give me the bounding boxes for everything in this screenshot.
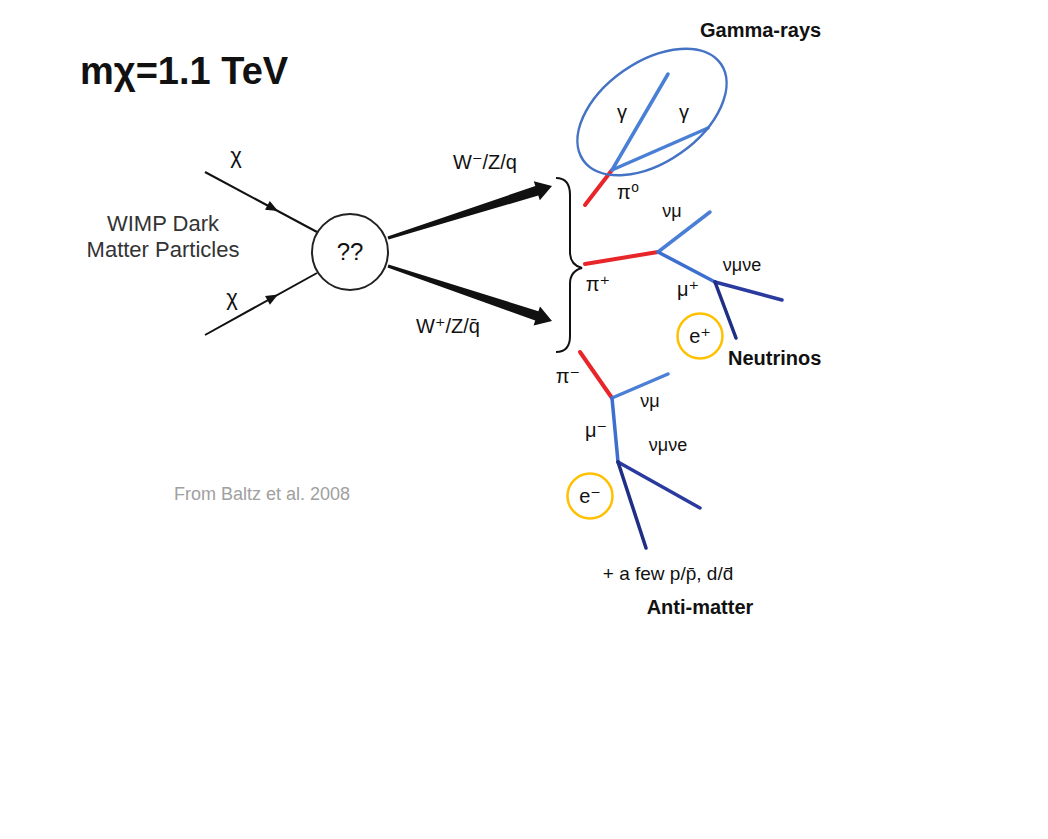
particle-label: μ⁻: [585, 418, 607, 442]
particle-label: π⁰: [617, 180, 639, 204]
node-text: γ: [679, 100, 689, 124]
node-text: e⁺: [689, 324, 711, 348]
particle-label: π⁺: [586, 272, 610, 296]
side-caption: WIMP Dark Matter Particles: [81, 211, 246, 264]
highlight-circle: e⁺: [675, 311, 725, 361]
arrowhead: [265, 201, 278, 211]
node-text: e⁻: [579, 484, 601, 508]
incoming-particle-line: [205, 273, 317, 335]
muon-track: [612, 398, 618, 462]
circle-outline: [312, 214, 388, 290]
curly-brace: [556, 178, 582, 352]
arrowhead: [265, 295, 278, 305]
pion-track: [580, 352, 612, 398]
photon-ray: [612, 74, 668, 170]
neutrino-ray: [715, 282, 782, 300]
node-text: ??: [337, 238, 364, 267]
mass-heading: mχ=1.1 TeV: [80, 49, 288, 95]
particle-label: νμνe: [649, 435, 687, 457]
particle-label: χ: [230, 143, 242, 169]
annihilation-circle: ??: [310, 212, 390, 292]
particle-label: π⁻: [556, 364, 580, 388]
positron-ray: [715, 282, 736, 338]
particle-label: μ⁺: [677, 277, 699, 301]
channel-label: W⁻/Z/q: [453, 150, 517, 174]
circle-outline: [678, 314, 723, 359]
ellipse-outline: [555, 23, 750, 201]
node-outline: [576, 47, 728, 177]
product-heading: Anti-matter: [647, 595, 754, 619]
incoming-particle-line: [205, 172, 317, 232]
product-heading: Gamma-rays: [700, 18, 821, 42]
source-note: From Baltz et al. 2008: [174, 484, 350, 506]
highlight-ellipse: γγ: [576, 47, 728, 177]
muon-track: [658, 252, 715, 282]
pion-track: [585, 252, 658, 264]
product-heading: Neutrinos: [728, 346, 821, 370]
node-text: γ: [617, 100, 627, 124]
highlight-circle: e⁻: [565, 471, 615, 521]
electron-ray: [618, 462, 646, 548]
outgoing-wedge-arrow: [388, 181, 553, 239]
particle-label: νμ: [662, 201, 681, 223]
particle-label: νμ: [640, 391, 659, 413]
channel-label: W⁺/Z/q̄: [416, 314, 480, 338]
particle-label: νμνe: [723, 255, 761, 277]
circle-outline: [568, 474, 613, 519]
photon-ray: [612, 128, 708, 170]
note-text: + a few p/p̄, d/d̄: [603, 563, 733, 586]
particle-label: χ: [226, 285, 238, 311]
